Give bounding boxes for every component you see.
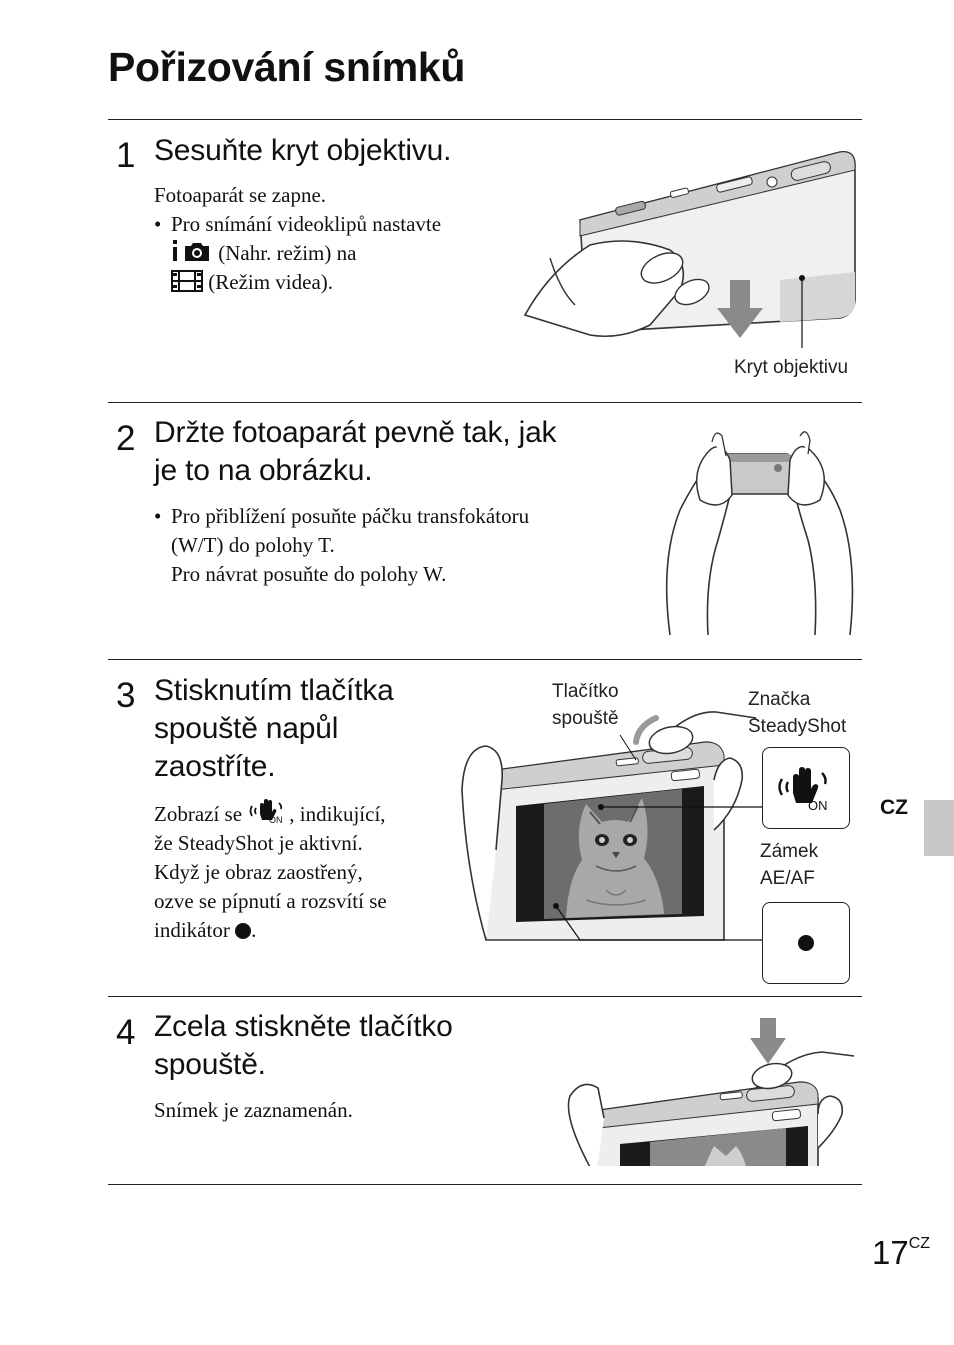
divider [108,119,862,120]
bullet-text: Pro snímání videoklipů nastavte [171,212,442,236]
page-number-suffix: CZ [908,1235,931,1252]
step-2-title: Držte fotoaparát pevně tak, jak je to na… [154,414,624,490]
step-1-number: 1 [116,136,136,175]
step-2-number: 2 [116,419,136,458]
steadyshot-indicator-box: ON [762,747,850,829]
step-3-title: Stisknutím tlačítka spouště napůl zaostř… [154,672,454,786]
hands-holding-camera-illustration [665,431,854,636]
step-2-bullet-continuation: (W/T) do polohy T. [171,533,335,557]
language-tab-label: CZ [880,796,908,819]
steadyshot-icon: ON [778,767,828,813]
bullet-continuation: (Nahr. režim) na [154,239,524,268]
divider [108,659,862,660]
steadyshot-icon: ON [249,799,283,825]
step-4-title: Zcela stiskněte tlačítko spouště. [154,1008,534,1084]
page-number-value: 17 [872,1234,909,1271]
callout-ae-af-lock: Zámek AE/AF [760,838,818,892]
steadyshot-on-label: ON [808,798,828,813]
step-3-title-line: zaostříte. [154,750,276,783]
callout-text: SteadyShot [748,716,847,737]
steadyshot-on-label: ON [269,815,283,825]
focus-indicator-dot-icon [798,935,814,951]
step-1-bullet: Pro snímání videoklipů nastavte [154,210,524,239]
step-1-title: Sesuňte kryt objektivu. [154,134,452,167]
callout-text: AE/AF [760,868,815,889]
step-2-bullet: Pro přiblížení posuňte páčku transfokáto… [154,502,634,531]
text: indikátor [154,918,230,942]
step-4-text: Snímek je zaznamenán. [154,1098,353,1122]
divider [108,996,862,997]
bullet-text: (Nahr. režim) na [218,241,357,265]
step-3-title-line: Stisknutím tlačítka [154,674,394,707]
bullet-continuation: (Režim videa). [154,268,524,297]
callout-text: Značka [748,689,811,710]
intelligent-auto-icon [173,240,209,261]
step-1-body: Fotoaparát se zapne. Pro snímání videokl… [154,181,524,297]
bullet-text: (Režim videa). [208,270,334,294]
step-3-text-line: Když je obraz zaostřený, [154,860,363,884]
step-3-title-line: spouště napůl [154,712,339,745]
divider [108,402,862,403]
page-title: Pořizování snímků [108,44,466,90]
step-4-title-line: spouště. [154,1048,266,1081]
step-2-bullet-continuation: Pro návrat posuňte do polohy W. [171,562,447,586]
step-3-text-line: ozve se pípnutí a rozsvítí se [154,889,387,913]
step-4-title-line: Zcela stiskněte tlačítko [154,1010,453,1043]
ae-af-indicator-box [762,902,850,984]
camera-lens-cover-illustration [523,150,856,348]
callout-lens-cover: Kryt objektivu [734,357,849,378]
text: , indikující, [289,802,386,826]
focus-indicator-dot-icon [235,923,252,939]
step-2-title-line: je to na obrázku. [154,454,373,487]
step-2-body: Pro přiblížení posuňte páčku transfokáto… [154,502,634,589]
step-3-body: Zobrazí se ON , indikující, že SteadySho… [154,798,454,945]
divider [108,1184,862,1185]
step-3-text-line: indikátor . [154,918,257,942]
cat-photo [566,798,664,918]
movie-mode-icon [171,270,203,292]
step-1-text: Fotoaparát se zapne. [154,183,327,207]
step-4-number: 4 [116,1013,136,1052]
camera-half-press-illustration [461,711,757,941]
camera-full-press-illustration [567,1018,855,1166]
step-3-text-line: Zobrazí se ON , indikující, [154,798,454,829]
step-3-text-line: že SteadyShot je aktivní. [154,831,363,855]
page-number: 17CZ [872,1234,930,1272]
callout-text: spouště [552,708,619,729]
callout-shutter-button: Tlačítko spouště [552,678,619,732]
callout-steadyshot: Značka SteadyShot [748,686,846,740]
step-2-title-line: Držte fotoaparát pevně tak, jak [154,416,557,449]
callout-text: Zámek [760,841,819,862]
text: Zobrazí se [154,802,243,826]
step-3-number: 3 [116,676,136,715]
language-tab [924,800,954,856]
callout-text: Tlačítko [552,681,619,702]
